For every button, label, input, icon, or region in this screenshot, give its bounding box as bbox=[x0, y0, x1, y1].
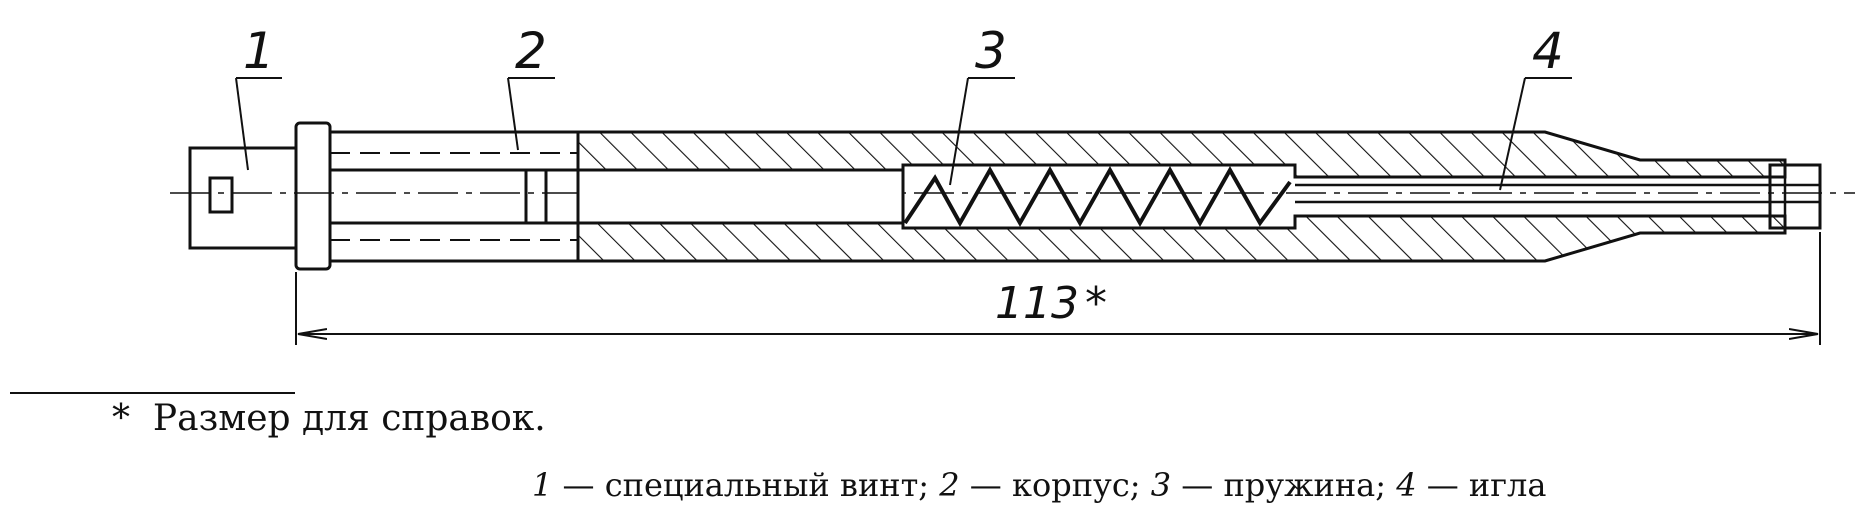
technical-drawing: 1 2 3 4 113* bbox=[170, 22, 1855, 345]
footnote: * Размер для справок. bbox=[112, 398, 546, 439]
special-screw bbox=[188, 121, 332, 271]
overall-dimension bbox=[295, 232, 1821, 345]
legend-num-1: 1 bbox=[532, 466, 553, 504]
legend-text-4: — игла bbox=[1416, 466, 1547, 504]
callout-2: 2 bbox=[515, 22, 547, 80]
dimension-value: 113* bbox=[995, 278, 1107, 329]
legend-text-2: — корпус; bbox=[959, 466, 1151, 504]
spring bbox=[903, 165, 1292, 228]
callout-4: 4 bbox=[1532, 22, 1564, 80]
callout-1: 1 bbox=[243, 22, 275, 80]
legend: 1 — специальный винт; 2 — корпус; 3 — пр… bbox=[532, 466, 1546, 504]
legend-num-3: 3 bbox=[1150, 466, 1172, 504]
leader-lines bbox=[235, 77, 1572, 191]
needle bbox=[1295, 163, 1822, 230]
legend-num-2: 2 bbox=[939, 466, 960, 504]
footnote-rule bbox=[10, 392, 295, 394]
legend-num-4: 4 bbox=[1396, 466, 1417, 504]
footnote-asterisk: * bbox=[112, 398, 130, 439]
housing bbox=[330, 130, 580, 263]
callout-3: 3 bbox=[975, 22, 1007, 80]
footnote-text: Размер для справок. bbox=[152, 398, 546, 439]
legend-text-3: — пружина; bbox=[1171, 466, 1397, 504]
legend-text-1: — специальный винт; bbox=[552, 466, 940, 504]
